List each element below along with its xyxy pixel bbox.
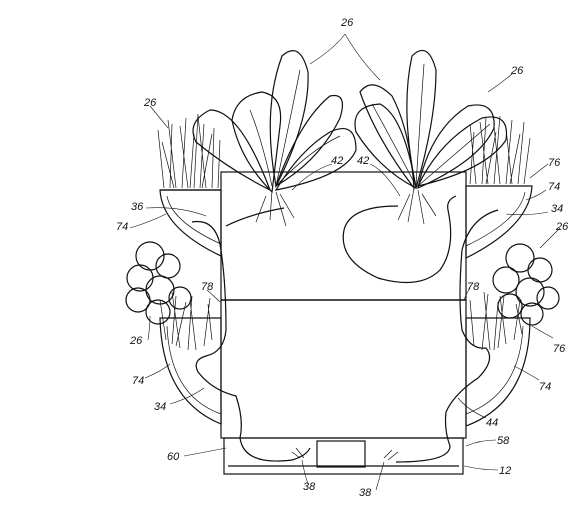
plant-center-right [354, 49, 508, 190]
label-plant-right-mid: 26 [555, 221, 569, 233]
reference-labels: 26 26 26 42 42 76 74 36 34 74 26 78 78 2… [116, 17, 569, 499]
wick-left [225, 207, 285, 227]
label-reservoir: 58 [497, 435, 510, 447]
label-plant-top-b: 26 [510, 65, 524, 77]
label-foot-right: 38 [359, 487, 372, 499]
label-wick-left: 42 [331, 155, 343, 167]
label-pocket-upper-left: 74 [116, 221, 128, 233]
leader-lines [129, 33, 561, 491]
grass-upper-left [157, 113, 221, 189]
plant-center-left [192, 50, 357, 194]
flowers-right [492, 243, 560, 326]
label-pocket-lower-right: 74 [539, 381, 551, 393]
label-side-tube-left: 34 [154, 401, 166, 413]
label-wick-right: 42 [357, 155, 369, 167]
label-rim-upper-right: 76 [548, 157, 561, 169]
grass-lower-left [159, 291, 213, 351]
label-side-tube-right: 34 [551, 203, 563, 215]
label-pocket-upper-right: 74 [548, 181, 560, 193]
grass-lower-right [469, 291, 523, 351]
center-container [220, 171, 467, 475]
pocket-upper-left [159, 189, 222, 257]
label-wick-sheath: 36 [131, 201, 144, 213]
pocket-lower-right [465, 317, 531, 427]
label-opening-left: 78 [201, 281, 214, 293]
label-plant-left-top: 26 [143, 97, 157, 109]
pocket-lower-left [159, 317, 222, 425]
label-floor: 60 [167, 451, 180, 463]
reservoir-foot [316, 440, 366, 468]
pebble-layer [220, 299, 467, 439]
grass-upper-right [469, 115, 531, 185]
wick-right [342, 195, 457, 284]
wicks [191, 195, 499, 463]
label-inner-tube: 44 [486, 417, 498, 429]
roots [255, 187, 437, 461]
label-base: 12 [499, 465, 511, 477]
label-opening-right: 78 [467, 281, 480, 293]
label-plant-left-mid: 26 [129, 335, 143, 347]
label-foot-left: 38 [303, 481, 316, 493]
label-pocket-lower-left: 74 [132, 375, 144, 387]
label-rim-lower-right: 76 [553, 343, 566, 355]
reservoir-box [223, 437, 464, 475]
pocket-upper-right [465, 185, 533, 259]
flowers-left [125, 241, 192, 325]
label-plant-top-a: 26 [340, 17, 354, 29]
tube-right [395, 209, 499, 463]
